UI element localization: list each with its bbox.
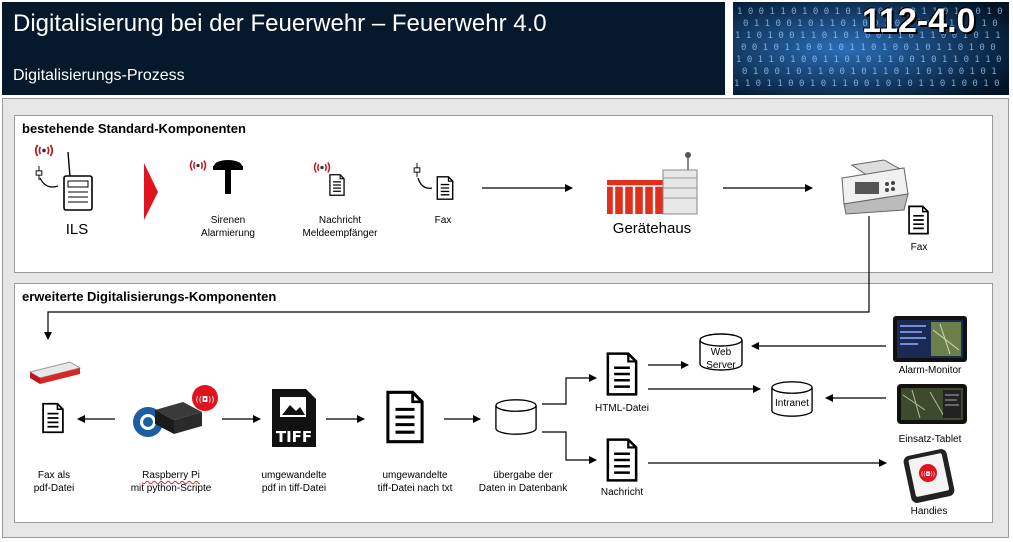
svg-text:1 0 1 1 0 1 0 0 1 1 0 1 0 1 1: 1 0 1 1 0 1 0 0 1 1 0 1 0 1 1 0 0 1 0 1 …: [736, 55, 1002, 65]
svg-text:1 1 0 1 1 0 0 1 0 1 1 0 0 1 0: 1 1 0 1 1 0 0 1 0 1 1 0 0 1 0 1 0 1 1 0 …: [734, 79, 1000, 89]
fax-output-document-icon: [908, 205, 929, 235]
txt-file-icon: [386, 390, 424, 444]
fax-machine-icon: [841, 159, 909, 215]
siren-icon: [189, 159, 243, 194]
standard-components-section: [14, 115, 993, 273]
binary-code-image: 1 0 0 1 1 0 1 0 0 1 0 1 1 0 1 0 0 1 1 0 …: [733, 2, 1009, 95]
title-banner: [2, 2, 725, 95]
handies-label: Handies: [910, 506, 948, 517]
einsatz-tablet-label: Einsatz-Tablet: [898, 434, 962, 445]
standard-section-title: bestehende Standard-Komponenten: [22, 121, 246, 136]
svg-text:0 0 1 0 1 1 0 0 1 0 1 1 0 1 0: 0 0 1 0 1 1 0 0 1 0 1 1 0 1 0 0 1 0 1 1 …: [741, 43, 996, 53]
tiff-file-icon: TIFF: [272, 389, 316, 447]
raspberry-pi-icon: ((◘)): [133, 385, 218, 437]
red-arrow-icon: [144, 163, 158, 220]
fax-machine-label: Fax: [910, 242, 928, 253]
smartphone-icon: ((◘)): [903, 449, 955, 503]
einsatz-tablet-icon: [897, 384, 967, 424]
svg-text:1 0 0 1 1 0 1 0 0 1 0 1 1 0 1: 1 0 0 1 1 0 1 0 0 1 0 1 1 0 1 0 0 1 1 0 …: [737, 7, 1003, 17]
nachricht-file-icon: [606, 438, 638, 482]
fax-label: Fax: [434, 215, 452, 226]
intranet-label: Intranet: [775, 398, 809, 409]
extended-section-title: erweiterte Digitalisierungs-Komponenten: [22, 289, 277, 304]
svg-text:TIFF: TIFF: [276, 428, 312, 446]
nachricht-label: Nachricht: [600, 487, 644, 498]
svg-text:1 1 0 1 0 0 1 1 0 1 0 1 0 0 1: 1 1 0 1 0 0 1 1 0 1 0 1 0 0 1 1 0 1 1 0 …: [735, 31, 1001, 41]
alarm-monitor-label: Alarm-Monitor: [898, 365, 962, 376]
arrow-to-nachricht: [542, 431, 597, 464]
fax-to-digital-connector: [44, 216, 870, 340]
fire-station-icon: [607, 152, 698, 215]
fax-pdf-document-icon: [42, 402, 64, 434]
ils-label: ILS: [65, 221, 89, 238]
ils-radio-icon: [34, 144, 93, 211]
svg-text:0 1 1 0 0 1 0 1 1 0 1 0 0 1 0: 0 1 1 0 0 1 0 1 1 0 1 0 0 1 0 1 1 0 0 1 …: [743, 19, 998, 29]
alarm-monitor-icon: [893, 316, 967, 362]
page-subtitle: Digitalisierungs-Prozess: [13, 67, 185, 84]
pager-message-icon: [313, 161, 345, 196]
arrow-to-html: [542, 374, 597, 405]
page-title: Digitalisierung bei der Feuerwehr – Feue…: [13, 10, 547, 37]
fax-document-icon: [413, 162, 454, 200]
database-icon: [495, 399, 537, 435]
badge-112-4-0: 112-4.0: [862, 2, 976, 40]
svg-text:((◘)): ((◘)): [196, 395, 215, 404]
html-file-label: HTML-Datei: [595, 403, 649, 414]
svg-text:((◘)): ((◘)): [921, 471, 935, 478]
svg-text:0 1 0 0 1 0 1 1 0 0 1 0 1 1 0: 0 1 0 0 1 0 1 1 0 0 1 0 1 1 0 1 1 0 1 0 …: [742, 67, 997, 77]
html-file-icon: [606, 352, 638, 396]
router-icon: [28, 361, 82, 384]
geraetehaus-label: Gerätehaus: [612, 220, 692, 237]
